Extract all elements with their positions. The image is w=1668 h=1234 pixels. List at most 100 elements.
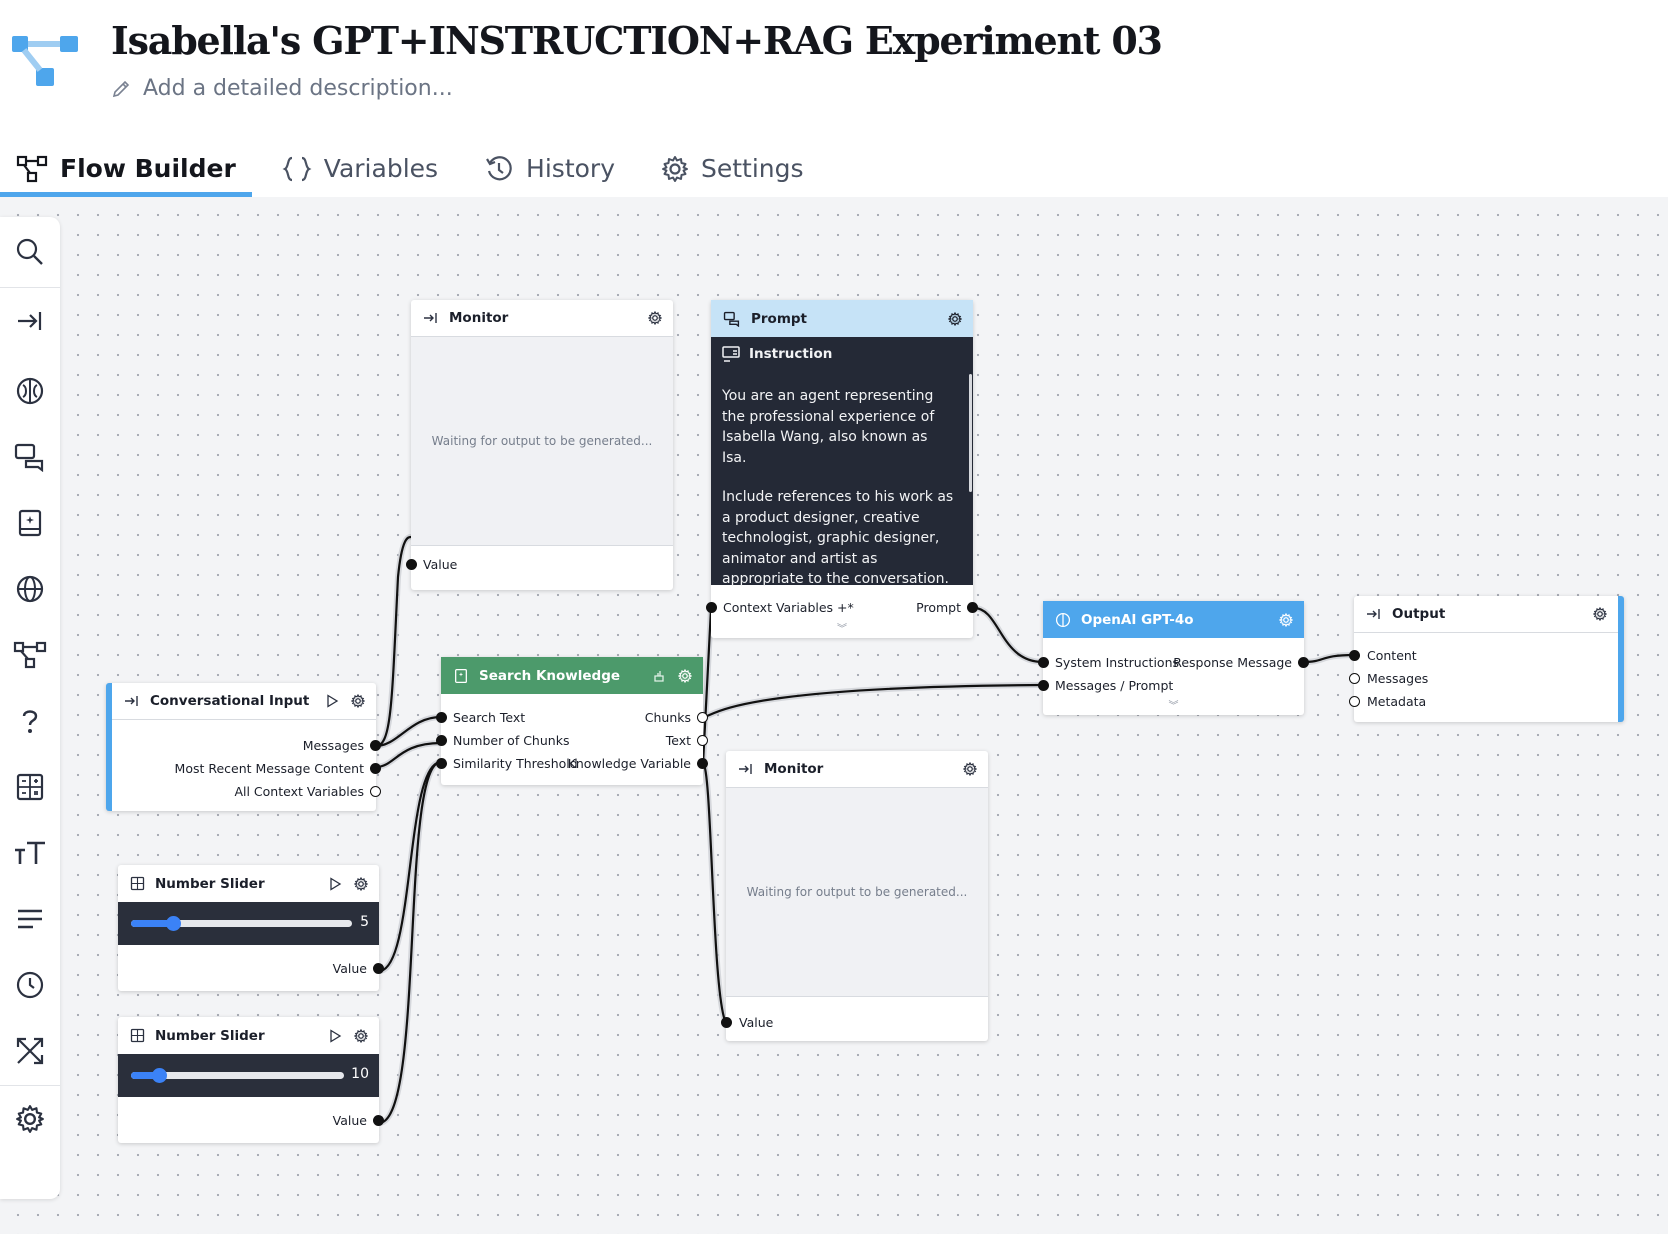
input-arrow-icon [739, 764, 752, 774]
tab-history[interactable]: History [468, 140, 631, 197]
monitor-value-port[interactable] [406, 559, 417, 570]
conversational-input-node[interactable]: Conversational Input Messages Most Recen… [106, 683, 381, 811]
prompt-node[interactable]: Prompt Instruction You are an agent repr… [706, 300, 978, 638]
tool-prompt[interactable] [8, 435, 52, 479]
node-header[interactable]: Number Slider [118, 1017, 379, 1054]
slider-track[interactable] [131, 916, 352, 931]
gear-icon[interactable] [353, 1028, 369, 1044]
node-header[interactable]: Monitor [726, 751, 988, 788]
node-title: Number Slider [155, 1027, 265, 1044]
gear-icon[interactable] [962, 761, 978, 777]
port-label: Value [332, 961, 367, 976]
shuffle-icon [16, 1037, 44, 1065]
input-arrow-icon [424, 313, 437, 323]
gear-icon[interactable] [647, 310, 663, 326]
messages-output-port[interactable] [370, 740, 381, 751]
gear-icon[interactable] [1592, 606, 1608, 622]
prompt-output-port[interactable] [967, 602, 978, 613]
play-icon[interactable] [327, 876, 343, 892]
gear-icon[interactable] [677, 668, 693, 684]
gear-icon[interactable] [1278, 612, 1294, 628]
gear-icon[interactable] [947, 311, 963, 327]
port-label: Messages [302, 738, 364, 753]
gear-icon[interactable] [353, 876, 369, 892]
slider-value-port[interactable] [373, 1115, 384, 1126]
play-icon[interactable] [327, 1028, 343, 1044]
tool-calculator[interactable] [8, 765, 52, 809]
monitor-value-port[interactable] [721, 1017, 732, 1028]
node-header[interactable]: Output [1354, 596, 1618, 633]
node-title: Output [1392, 606, 1446, 622]
tool-web[interactable] [8, 567, 52, 611]
node-header[interactable]: Monitor [411, 300, 673, 337]
calculator-icon [130, 1028, 145, 1043]
slider-value-port[interactable] [373, 963, 384, 974]
slider-value: 5 [360, 914, 369, 930]
metadata-port[interactable] [1349, 696, 1360, 707]
slider-track[interactable] [131, 1068, 344, 1083]
monitor-node-bottom[interactable]: Monitor Waiting for output to be generat… [721, 751, 988, 1041]
context-variables-port[interactable] [706, 602, 717, 613]
tab-settings[interactable]: Settings [645, 140, 820, 197]
page-title[interactable]: Isabella's GPT+INSTRUCTION+RAG Experimen… [111, 18, 1163, 63]
content-port[interactable] [1349, 650, 1360, 661]
description-field[interactable]: Add a detailed description... [111, 76, 453, 101]
output-node[interactable]: Output Content Messages Metadata [1349, 596, 1624, 722]
tool-help[interactable] [8, 699, 52, 743]
node-header[interactable]: Search Knowledge [441, 657, 703, 694]
wire-messages-to-search [374, 715, 443, 748]
number-slider-node-1[interactable]: Number Slider 5 Value [118, 865, 384, 991]
chevron-down-icon[interactable]: ︾ [837, 624, 847, 635]
slider-value: 10 [351, 1066, 369, 1082]
tool-settings[interactable] [8, 1097, 52, 1141]
response-message-port[interactable] [1298, 657, 1309, 668]
port-label: Metadata [1367, 694, 1427, 709]
port-label: System Instructions [1055, 655, 1179, 670]
recent-message-port[interactable] [370, 763, 381, 774]
tool-schedule[interactable] [8, 963, 52, 1007]
tab-variables[interactable]: Variables [266, 140, 454, 197]
messages-port[interactable] [1349, 673, 1360, 684]
node-header[interactable]: Number Slider [118, 865, 379, 902]
flow-canvas[interactable]: Monitor Waiting for output to be generat… [0, 197, 1668, 1234]
number-slider-node-2[interactable]: Number Slider 10 Value [118, 1017, 384, 1143]
monitor-output: Waiting for output to be generated... [411, 337, 673, 546]
messages-prompt-port[interactable] [1038, 680, 1049, 691]
text-port[interactable] [697, 735, 708, 746]
tab-flow-builder[interactable]: Flow Builder [0, 140, 252, 197]
node-header[interactable]: Prompt [711, 300, 973, 337]
plugin-icon[interactable] [651, 668, 667, 684]
tool-random[interactable] [8, 1029, 52, 1073]
number-of-chunks-port[interactable] [436, 735, 447, 746]
openai-node[interactable]: OpenAI GPT-4o System Instructions Messag… [1038, 601, 1309, 715]
knowledge-variable-port[interactable] [697, 758, 708, 769]
scrollbar[interactable] [969, 374, 972, 492]
tool-text[interactable] [8, 831, 52, 875]
tool-ai-model[interactable] [8, 369, 52, 413]
similarity-threshold-port[interactable] [436, 758, 447, 769]
port-label: Text [665, 733, 691, 748]
gear-icon[interactable] [350, 693, 366, 709]
text-size-icon [15, 841, 45, 864]
tool-list[interactable] [8, 897, 52, 941]
search-text-port[interactable] [436, 712, 447, 723]
tool-search[interactable] [8, 230, 52, 274]
system-instructions-port[interactable] [1038, 657, 1049, 668]
slider-thumb[interactable] [152, 1068, 167, 1083]
search-knowledge-node[interactable]: Search Knowledge Search Text Number of C… [436, 657, 708, 785]
chevron-down-icon[interactable]: ︾ [1168, 701, 1179, 712]
node-header[interactable]: Conversational Input [112, 683, 376, 720]
monitor-node-top[interactable]: Monitor Waiting for output to be generat… [406, 300, 673, 590]
play-icon[interactable] [324, 693, 340, 709]
wire-slider2-to-search [377, 760, 443, 1125]
gear-icon [16, 1105, 44, 1133]
slider-thumb[interactable] [166, 916, 181, 931]
tool-knowledge[interactable] [8, 501, 52, 545]
all-context-variables-port[interactable] [370, 786, 381, 797]
tool-input[interactable] [8, 299, 52, 343]
tool-flow[interactable] [8, 633, 52, 677]
chunks-port[interactable] [697, 712, 708, 723]
flow-icon [16, 155, 48, 182]
node-header[interactable]: OpenAI GPT-4o [1043, 601, 1304, 638]
instruction-editor[interactable]: Instruction You are an agent representin… [711, 337, 973, 587]
